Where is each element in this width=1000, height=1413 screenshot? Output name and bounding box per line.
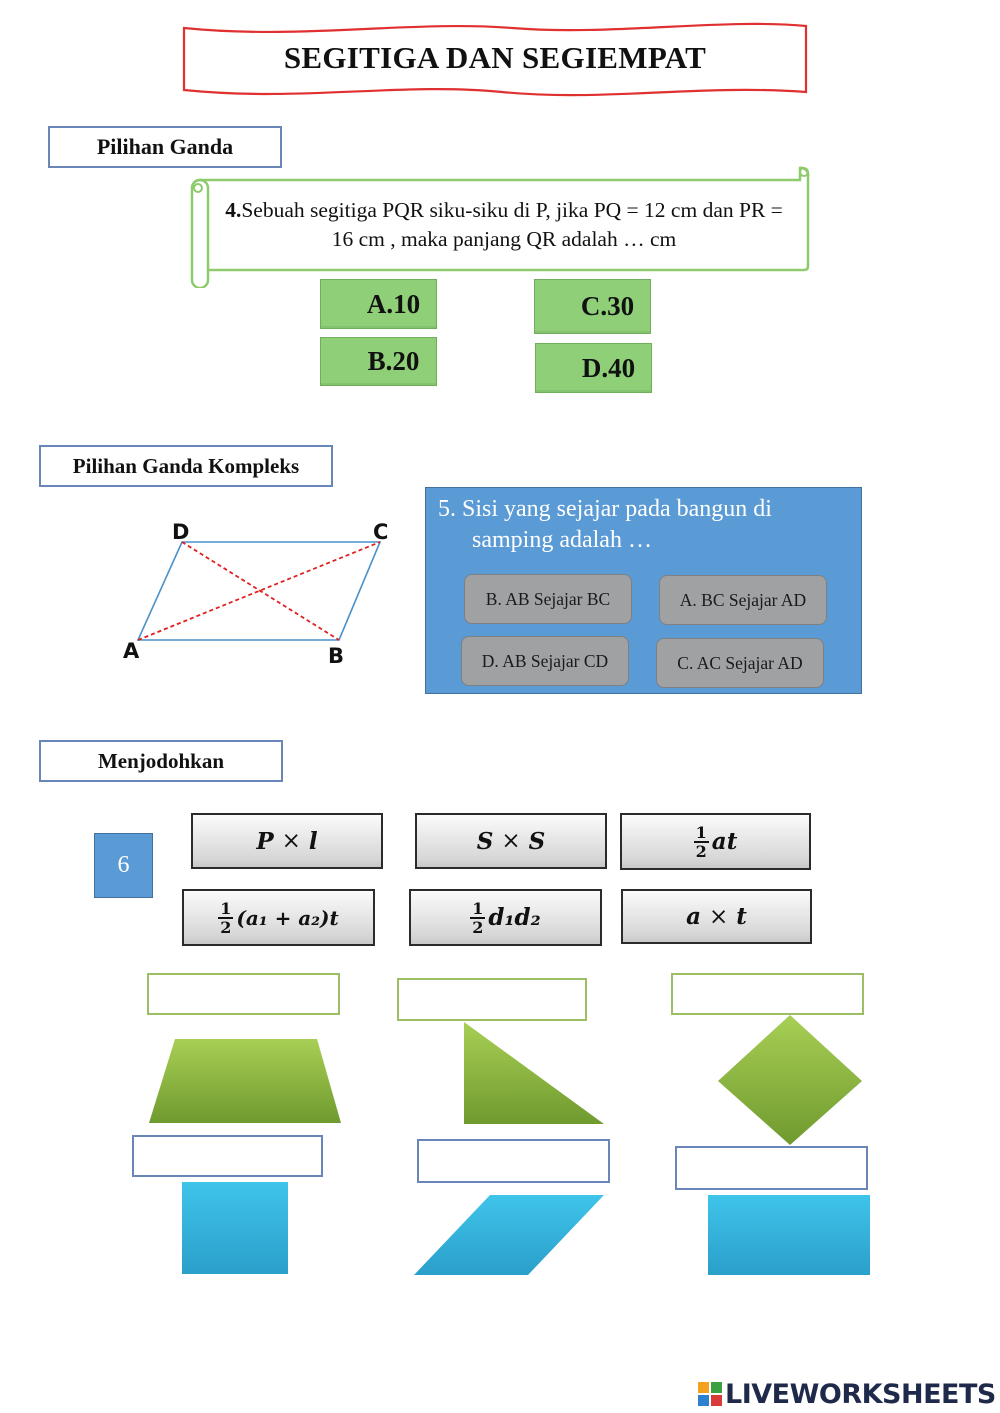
formula-card-a-times-t[interactable]: a × t (621, 889, 812, 944)
formula-times: × (281, 828, 301, 854)
answer-box-triangle[interactable] (397, 978, 587, 1021)
formula-trapezoid: (a₁ + a₂)t (236, 905, 339, 930)
title-banner (182, 22, 808, 97)
formula-card-s-times-s[interactable]: S × S (415, 813, 607, 869)
formula-times: × (501, 828, 521, 854)
question-4-text: 4.Sebuah segitiga PQR siku-siku di P, ji… (212, 196, 796, 254)
formula-at: at (711, 828, 738, 855)
formula-t: t (736, 903, 747, 930)
formula-kite: d₁d₂ (488, 904, 541, 931)
answer-box-trapezoid[interactable] (147, 973, 340, 1015)
vertex-label-b: B (328, 644, 344, 668)
formula-p: P (256, 827, 274, 855)
liveworksheets-logo: LIVEWORKSHEETS (697, 1378, 997, 1410)
q4-option-c[interactable]: C.30 (534, 279, 651, 334)
square-shape (182, 1182, 288, 1274)
formula-times: × (709, 903, 729, 930)
formula-l: l (308, 827, 318, 855)
parallelogram-shape (414, 1195, 604, 1275)
formula-card-p-times-l[interactable]: P × l (191, 813, 383, 869)
logo-text: LIVEWORKSHEETS (725, 1378, 996, 1410)
q4-option-d[interactable]: D.40 (535, 343, 652, 393)
q5-option-a[interactable]: A. BC Sejajar AD (659, 575, 827, 625)
parallelogram-diagram: D C A B (123, 520, 388, 668)
section-label-matching: Menjodohkan (39, 740, 283, 782)
vertex-label-d: D (172, 520, 189, 544)
question-5-text: 5. Sisi yang sejajar pada bangun di samp… (438, 496, 772, 553)
kite-shape (718, 1015, 862, 1145)
page-title: SEGITIGA DAN SEGIEMPAT (283, 40, 707, 75)
q5-option-b[interactable]: B. AB Sejajar BC (464, 574, 632, 624)
vertex-label-c: C (373, 520, 388, 544)
question-scroll (190, 166, 810, 288)
section-label-multiple-choice: Pilihan Ganda (48, 126, 282, 168)
answer-box-kite[interactable] (671, 973, 864, 1015)
formula-s-right: S (528, 827, 546, 855)
answer-box-rectangle[interactable] (675, 1146, 868, 1190)
q4-option-b[interactable]: B.20 (320, 337, 437, 386)
q5-option-c[interactable]: C. AC Sejajar AD (656, 638, 824, 688)
question-4-body: Sebuah segitiga PQR siku-siku di P, jika… (241, 198, 783, 251)
right-triangle-shape (464, 1022, 604, 1124)
q4-option-a[interactable]: A.10 (320, 279, 437, 329)
answer-box-square[interactable] (132, 1135, 323, 1177)
section-label-complex-choice: Pilihan Ganda Kompleks (39, 445, 333, 487)
trapezoid-shape (149, 1039, 341, 1123)
question-6-number: 6 (94, 833, 153, 898)
vertex-label-a: A (123, 639, 140, 663)
question-4-number: 4. (225, 198, 242, 222)
rectangle-shape (708, 1195, 870, 1275)
formula-s-left: S (476, 827, 494, 855)
logo-icon (698, 1382, 722, 1406)
answer-box-parallelogram[interactable] (417, 1139, 610, 1183)
q5-option-d[interactable]: D. AB Sejajar CD (461, 636, 629, 686)
formula-a: a (686, 903, 701, 930)
